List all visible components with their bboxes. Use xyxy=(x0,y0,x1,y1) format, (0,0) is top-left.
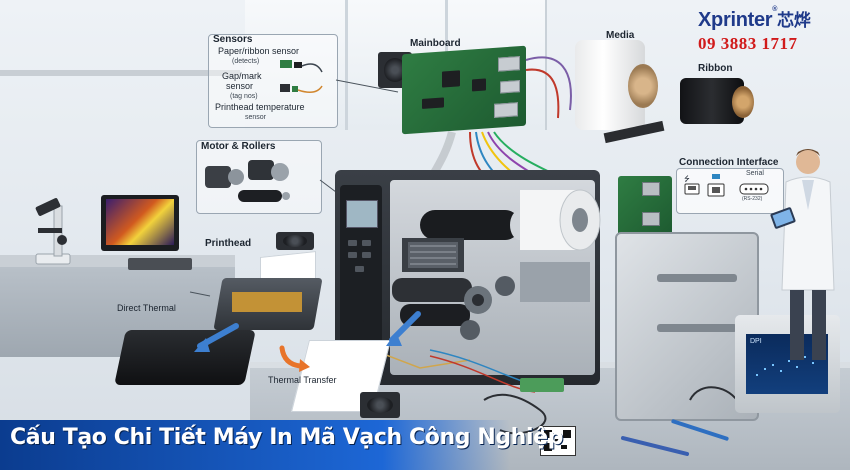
sensors-panel xyxy=(208,34,338,128)
printhead-fan xyxy=(276,232,314,250)
serial-sub-label: (RS-232) xyxy=(742,196,763,202)
panel-key xyxy=(362,240,371,246)
title-banner xyxy=(0,420,510,470)
panel-key xyxy=(348,240,357,246)
paper-ribbon-sensor-label: Paper/ribbon sensor xyxy=(218,46,300,56)
printhead-temp-label: Printhead temperature xyxy=(215,102,305,112)
ribbon-roll-core xyxy=(732,86,754,118)
connection-interface-label: Connection Interface xyxy=(679,157,779,168)
page-title: Cấu Tạo Chi Tiết Máy In Mã Vạch Công Ngh… xyxy=(10,425,563,450)
sensor-connector xyxy=(520,378,564,392)
dpi-label: DPI xyxy=(750,338,762,345)
printhead-label: Printhead xyxy=(205,238,252,249)
interface-board xyxy=(618,176,672,236)
detects-note: (detects) xyxy=(232,58,260,65)
sensors-heading: Sensors xyxy=(213,34,253,45)
printhead-temp-sensor-label: sensor xyxy=(245,114,267,121)
thermal-image-screen xyxy=(106,199,174,245)
microscope xyxy=(35,198,71,265)
ribbon-label: Ribbon xyxy=(698,63,733,74)
brand-block: Xprinter®芯烨 09 3883 1717 xyxy=(698,6,844,64)
qr-code-label xyxy=(540,426,576,456)
direct-thermal-label: Direct Thermal xyxy=(117,303,176,313)
media-label: Media xyxy=(606,30,635,41)
lcd-screen xyxy=(346,200,378,228)
wall-shelf xyxy=(0,70,240,76)
panel-key xyxy=(362,252,371,258)
spare-fan xyxy=(360,392,400,418)
keyboard xyxy=(128,258,192,270)
network-icon xyxy=(707,174,725,197)
printhead-heating-strip xyxy=(232,292,302,312)
gap-mark-sensor-label: sensor xyxy=(226,81,254,91)
thermal-transfer-label: Thermal Transfer xyxy=(268,375,337,385)
svg-text:⭍: ⭍ xyxy=(684,175,690,183)
engineer-figure xyxy=(770,149,835,360)
mainboard-label: Mainboard xyxy=(410,38,461,49)
panel-key xyxy=(348,252,357,258)
serial-port-icon xyxy=(739,183,769,195)
serial-label: Serial xyxy=(746,170,764,177)
tag-nos-note: (tag nos) xyxy=(230,93,258,100)
media-roll-core xyxy=(628,64,658,108)
motor-rollers-label: Motor & Rollers xyxy=(201,141,276,152)
usb-icon: ⭍ xyxy=(684,175,700,195)
gap-mark-label: Gap/mark xyxy=(222,71,262,81)
brand-logo: Xprinter®芯烨 xyxy=(698,6,811,31)
panel-key xyxy=(355,266,364,272)
hotline-number[interactable]: 09 3883 1717 xyxy=(698,34,798,53)
